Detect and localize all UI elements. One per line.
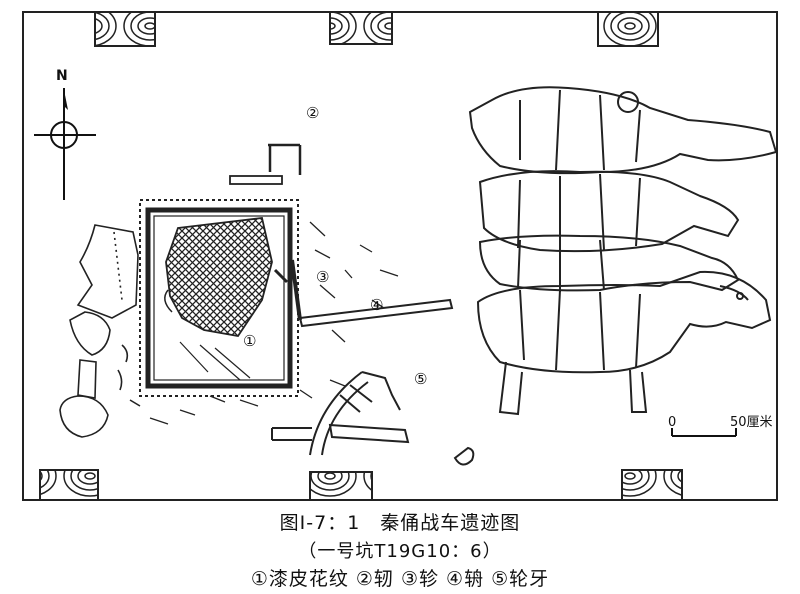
wheel-rim-item-5 (271, 371, 475, 466)
carriage-box (139, 199, 302, 397)
pole-item-4 (298, 298, 454, 328)
marker-1: ① (243, 332, 256, 350)
left-remains (59, 224, 141, 438)
figure-subtitle: （一号坑T19G10：6） (298, 541, 502, 562)
bracket-item-2 (229, 143, 302, 185)
north-label: N (56, 68, 68, 84)
scattered-debris (149, 221, 399, 425)
scale-zero: 0 (668, 415, 676, 430)
scale-bar: 0 50厘米 (668, 415, 773, 437)
horses (468, 86, 778, 416)
marker-3: ③ (316, 268, 329, 286)
lacquer-pattern (165, 217, 273, 337)
scale-label: 50厘米 (730, 415, 773, 430)
marker-5: ⑤ (414, 370, 427, 388)
north-arrow: N (34, 68, 96, 200)
drawing-border (22, 11, 778, 501)
marker-2: ② (306, 104, 319, 122)
marker-4: ④ (370, 296, 383, 314)
figure-legend: ①漆皮花纹 ②轫 ③轸 ④辀 ⑤轮牙 (250, 568, 550, 590)
excavation-drawing: N (22, 11, 778, 501)
figure-title: 图Ⅰ-7：1 秦俑战车遗迹图 (279, 512, 521, 534)
wooden-posts (39, 11, 683, 501)
